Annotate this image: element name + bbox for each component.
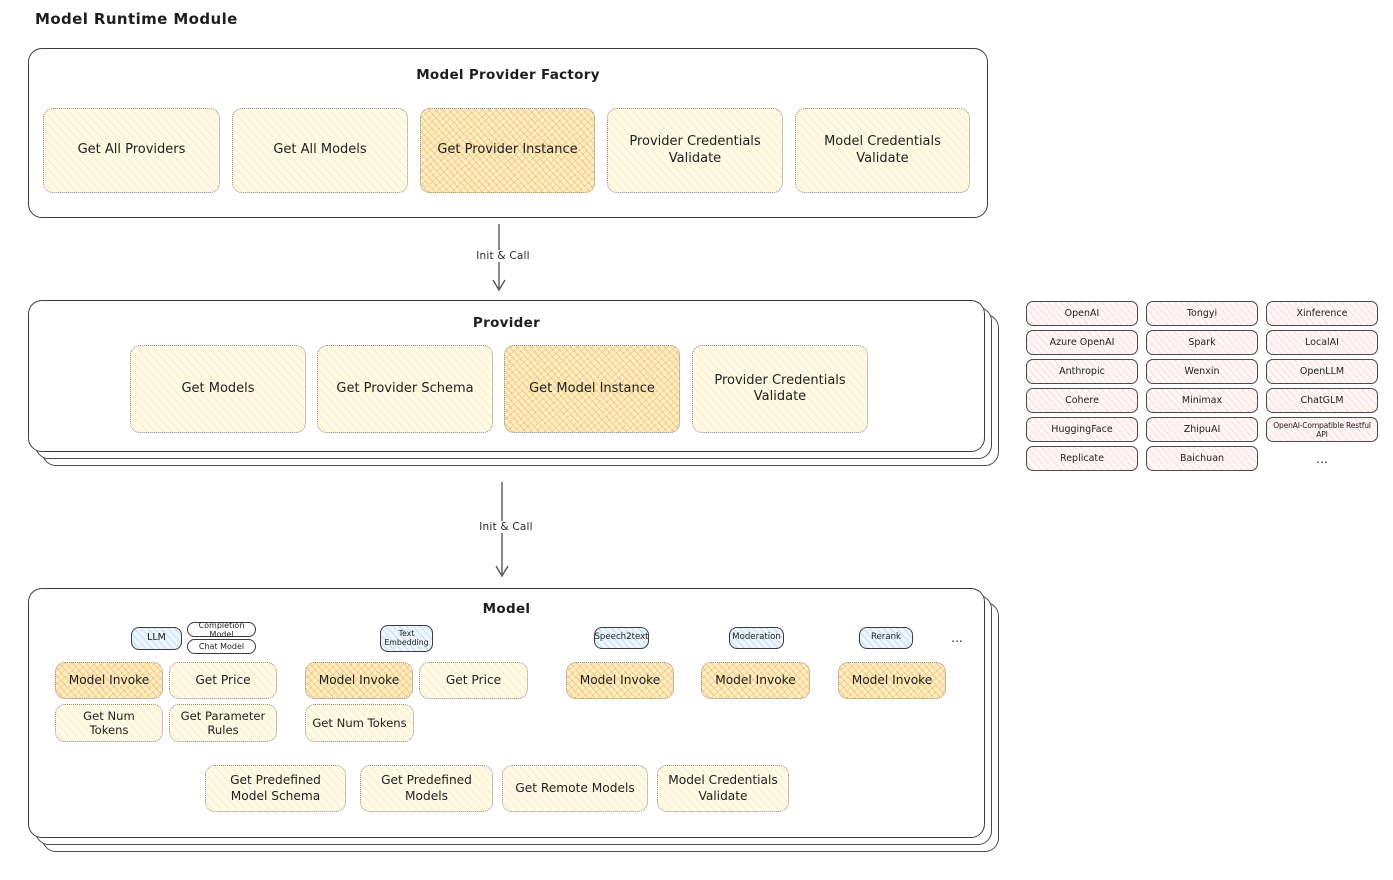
model-credentials-validate: Model Credentials Validate (657, 765, 789, 812)
moderation-model-invoke: Model Invoke (701, 662, 810, 699)
get-predefined-models: Get Predefined Models (360, 765, 493, 812)
arrow-provider-to-model (495, 482, 509, 578)
tab-chat-model: Chat Model (187, 639, 256, 654)
provider-list-ellipsis: ... (1316, 452, 1328, 466)
provider-item-baichuan: Baichuan (1146, 446, 1258, 471)
factory-get-all-models: Get All Models (232, 108, 408, 193)
provider-credentials-validate: Provider Credentials Validate (692, 345, 868, 433)
get-remote-models: Get Remote Models (502, 765, 648, 812)
page-title: Model Runtime Module (35, 10, 238, 28)
provider-item-spark: Spark (1146, 330, 1258, 355)
factory-model-credentials-validate: Model Credentials Validate (795, 108, 970, 193)
provider-item-azure-openai: Azure OpenAI (1026, 330, 1138, 355)
rerank-model-invoke: Model Invoke (838, 662, 946, 699)
model-tabs-ellipsis: ... (951, 631, 963, 645)
provider-title: Provider (472, 315, 541, 331)
embedding-get-num-tokens: Get Num Tokens (305, 704, 414, 742)
model-title: Model (482, 601, 531, 617)
provider-item-openai-compatible: OpenAI-Compatible Restful API (1266, 417, 1378, 442)
tab-completion-model: Completion Model (187, 621, 256, 639)
provider-item-chatglm: ChatGLM (1266, 388, 1378, 413)
embedding-model-invoke: Model Invoke (305, 662, 413, 699)
factory-get-provider-instance: Get Provider Instance (420, 108, 595, 193)
arrow-bottom-label: Init & Call (467, 521, 545, 533)
factory-get-all-providers: Get All Providers (43, 108, 220, 193)
provider-item-minimax: Minimax (1146, 388, 1258, 413)
provider-item-openai: OpenAI (1026, 301, 1138, 326)
provider-item-localai: LocalAI (1266, 330, 1378, 355)
arrow-top-label: Init & Call (464, 250, 542, 262)
get-predefined-model-schema: Get Predefined Model Schema (205, 765, 346, 812)
llm-model-invoke: Model Invoke (55, 662, 163, 699)
provider-get-models: Get Models (130, 345, 306, 433)
factory-title: Model Provider Factory (416, 67, 600, 83)
provider-item-cohere: Cohere (1026, 388, 1138, 413)
llm-get-price: Get Price (169, 662, 277, 699)
provider-item-wenxin: Wenxin (1146, 359, 1258, 384)
provider-item-anthropic: Anthropic (1026, 359, 1138, 384)
tab-speech2text: Speech2text (594, 627, 649, 649)
tab-text-embedding: Text Embedding (380, 625, 433, 652)
factory-provider-credentials-validate: Provider Credentials Validate (607, 108, 783, 193)
provider-item-huggingface: HuggingFace (1026, 417, 1138, 442)
speech2text-model-invoke: Model Invoke (566, 662, 674, 699)
embedding-get-price: Get Price (419, 662, 528, 699)
provider-item-xinference: Xinference (1266, 301, 1378, 326)
provider-item-openllm: OpenLLM (1266, 359, 1378, 384)
provider-item-tongyi: Tongyi (1146, 301, 1258, 326)
llm-get-parameter-rules: Get Parameter Rules (169, 704, 277, 742)
tab-llm: LLM (131, 627, 182, 650)
provider-item-zhipuai: ZhipuAI (1146, 417, 1258, 442)
llm-get-num-tokens: Get Num Tokens (55, 704, 163, 742)
provider-get-provider-schema: Get Provider Schema (317, 345, 493, 433)
tab-moderation: Moderation (729, 627, 784, 649)
provider-get-model-instance: Get Model Instance (504, 345, 680, 433)
tab-rerank: Rerank (859, 627, 913, 649)
provider-item-replicate: Replicate (1026, 446, 1138, 471)
